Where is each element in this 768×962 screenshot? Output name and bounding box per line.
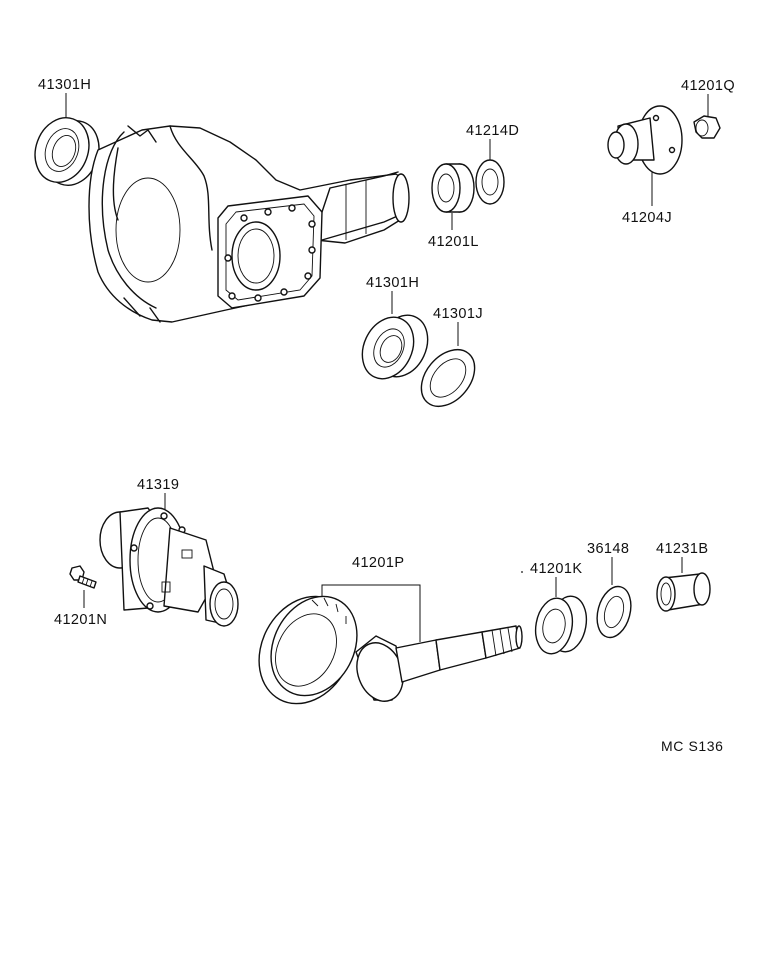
shim-41301j — [420, 349, 476, 407]
label-41201p: 41201P — [352, 555, 404, 571]
diagram-code: MC S136 — [661, 738, 724, 754]
bearing-41201l — [431, 163, 475, 213]
washer-36148 — [596, 585, 632, 639]
label-41319: 41319 — [137, 477, 179, 493]
bearing-41301h-top — [34, 117, 100, 186]
label-41201n: 41201N — [54, 612, 107, 628]
label-41201k: 41201K — [530, 561, 582, 577]
label-41214d: 41214D — [466, 123, 519, 139]
spacer-41231b — [656, 572, 711, 612]
differential-carrier-housing — [88, 125, 410, 323]
label-41301h-mid: 41301H — [366, 275, 419, 291]
label-41301j: 41301J — [433, 306, 483, 322]
label-41231b: 41231B — [656, 541, 708, 557]
label-41201q: 41201Q — [681, 78, 735, 94]
ring-gear-and-pinion-41201p — [258, 595, 523, 705]
washer-41214d — [475, 159, 505, 205]
bearing-41201k — [534, 595, 588, 655]
label-41204j: 41204J — [622, 210, 672, 226]
flange-41204j — [607, 105, 683, 175]
nut-41201q — [693, 115, 721, 139]
differential-case-41319 — [99, 507, 239, 627]
label-41301h-top: 41301H — [38, 77, 91, 93]
bolt-41201n — [69, 565, 97, 589]
label-41201l: 41201L — [428, 234, 479, 250]
label-36148: 36148 — [587, 541, 629, 557]
bearing-41301h-mid — [361, 314, 429, 380]
